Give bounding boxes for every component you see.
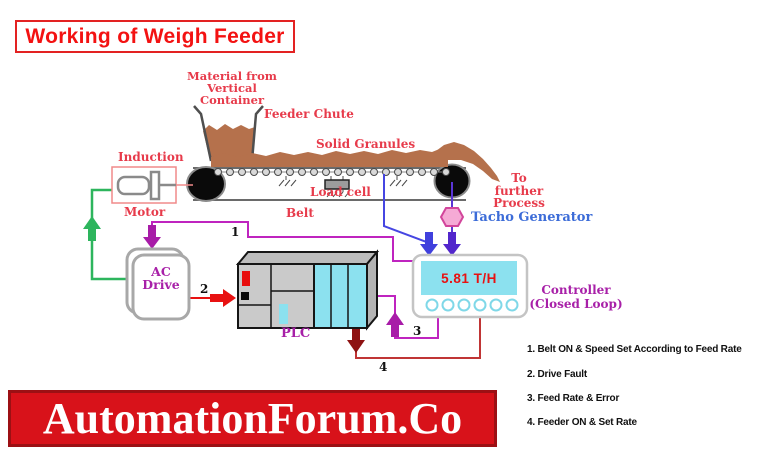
wire-3-number: 3 bbox=[413, 324, 422, 338]
tacho-generator-symbol bbox=[439, 207, 465, 227]
plc-box bbox=[235, 249, 380, 331]
induction-label: Induction bbox=[118, 150, 184, 164]
red-right-arrow-icon bbox=[210, 289, 236, 307]
solid-granules-layer bbox=[211, 148, 448, 167]
legend-item-1: 1. Belt ON & Speed Set According to Feed… bbox=[527, 344, 742, 355]
legend-item-4: 4. Feeder ON & Set Rate bbox=[527, 417, 637, 428]
wire-2-number: 2 bbox=[200, 282, 209, 296]
banner-text: AutomationForum.Co bbox=[42, 394, 463, 443]
induction-motor-symbol bbox=[111, 166, 193, 204]
green-up-arrow-icon bbox=[83, 216, 101, 241]
tacho-generator-label: Tacho Generator bbox=[471, 210, 593, 225]
darkred-down-arrow-icon bbox=[347, 328, 365, 353]
ac-drive-label: AC Drive bbox=[142, 264, 180, 292]
legend-item-3: 3. Feed Rate & Error bbox=[527, 393, 620, 404]
roller-supports bbox=[278, 176, 408, 187]
controller-label: Controller (Closed Loop) bbox=[529, 283, 623, 311]
motor-label: Motor bbox=[124, 205, 166, 219]
wire-1-number: 1 bbox=[231, 225, 240, 239]
feeder-chute-hopper bbox=[193, 105, 264, 162]
magenta-up-arrow-icon bbox=[386, 312, 404, 337]
left-pulley-icon bbox=[186, 166, 226, 202]
wire-3 bbox=[377, 295, 439, 339]
conveyor-belt bbox=[193, 167, 466, 201]
plc-label: PLC bbox=[281, 326, 311, 341]
controller-box bbox=[411, 253, 529, 319]
load-cell-label: Load cell bbox=[310, 185, 371, 199]
banner: AutomationForum.Co bbox=[8, 390, 497, 447]
feeder-chute-label: Feeder Chute bbox=[264, 107, 354, 121]
load-cell-symbol bbox=[324, 176, 350, 198]
magenta-down-arrow-icon bbox=[143, 225, 161, 249]
legend-item-2: 2. Drive Fault bbox=[527, 369, 587, 380]
material-source-label: Material from Vertical Container bbox=[187, 69, 277, 107]
to-further-process-label: To further Process bbox=[493, 171, 545, 210]
material-discharge bbox=[431, 142, 500, 182]
wire-1 bbox=[151, 221, 413, 262]
belt-label: Belt bbox=[286, 206, 314, 220]
blue-down-arrow-icon bbox=[420, 232, 438, 256]
page-title: Working of Weigh Feeder bbox=[25, 24, 285, 48]
wire-4-number: 4 bbox=[379, 360, 388, 374]
title-box: Working of Weigh Feeder bbox=[15, 20, 295, 53]
indigo-down-arrow-icon bbox=[443, 232, 461, 256]
feed-rate-readout: 5.81 T/H bbox=[441, 270, 497, 286]
ac-drive-box bbox=[125, 247, 191, 321]
solid-granules-label: Solid Granules bbox=[316, 137, 416, 151]
idler-rollers bbox=[214, 168, 450, 176]
